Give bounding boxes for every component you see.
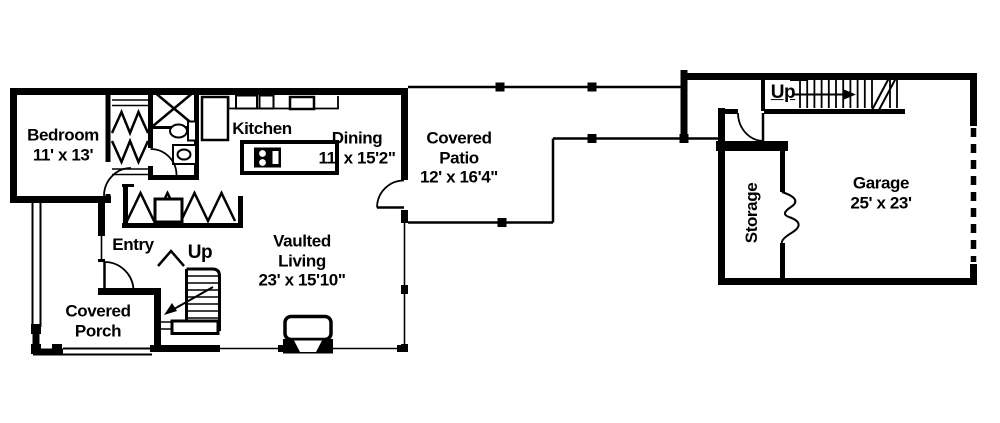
stairs-up-label-main: Up [187,242,213,264]
fireplace [283,314,333,354]
storage-opening-break [780,191,800,244]
room-label-covered-patio: Covered Patio 12' x 16'4" [411,129,507,188]
dishwasher [288,95,316,111]
room-name: Kitchen [232,119,292,139]
closet-shelves [112,99,148,176]
bathroom-door [150,148,178,176]
garage-walls [680,70,977,285]
room-name: Storage [742,182,762,244]
room-name: Vaulted Living [273,231,331,271]
garage-entry-door [737,112,765,142]
kitchen-sink [235,94,275,110]
patio-posts [495,82,689,227]
room-name: Covered Porch [65,301,131,340]
room-name: Garage [852,173,910,193]
room-name: Bedroom [27,125,99,145]
room-label-vaulted-living: Vaulted Living 23' x 15'10" [254,232,350,291]
room-dims: 12' x 16'4" [420,167,498,187]
room-label-entry: Entry [112,235,154,255]
windows [97,223,409,353]
patio-door [376,179,405,209]
room-dims: 11' x 13' [32,145,94,164]
room-label-bedroom: Bedroom 11' x 13' [27,125,99,164]
room-label-garage: Garage 25' x 23' [850,173,912,212]
bedroom-door [103,167,132,197]
room-dims: 23' x 15'10" [258,270,346,290]
porch-outline [31,203,152,356]
room-label-dining: Dining 11' x 15'2" [319,128,396,167]
room-name: Dining [331,128,383,148]
stairs-main [160,267,221,335]
room-dims: 25' x 23' [850,193,912,212]
refrigerator [200,95,230,142]
room-label-storage: Storage [742,183,762,244]
stairs-garage [792,77,898,111]
room-name: Entry [112,235,154,255]
toilet [169,120,197,142]
laundry-box [153,197,184,224]
doors [103,112,765,292]
room-dims: 11' x 15'2" [318,148,396,167]
kitchen-counter [227,96,339,110]
shower [152,90,196,127]
room-label-kitchen: Kitchen [232,119,292,139]
porch-post [31,324,63,356]
room-name: Covered Patio [426,128,492,168]
kitchen-island [240,140,339,175]
sink [172,144,197,165]
patio-outline [408,85,722,224]
entry-door [103,261,135,292]
cooktop [254,147,281,168]
bifold-closet-doors [110,108,150,166]
room-label-covered-porch: Covered Porch [50,301,146,340]
stairs-up-label-garage: Up [770,82,796,104]
garage-interior-walls [716,74,905,284]
